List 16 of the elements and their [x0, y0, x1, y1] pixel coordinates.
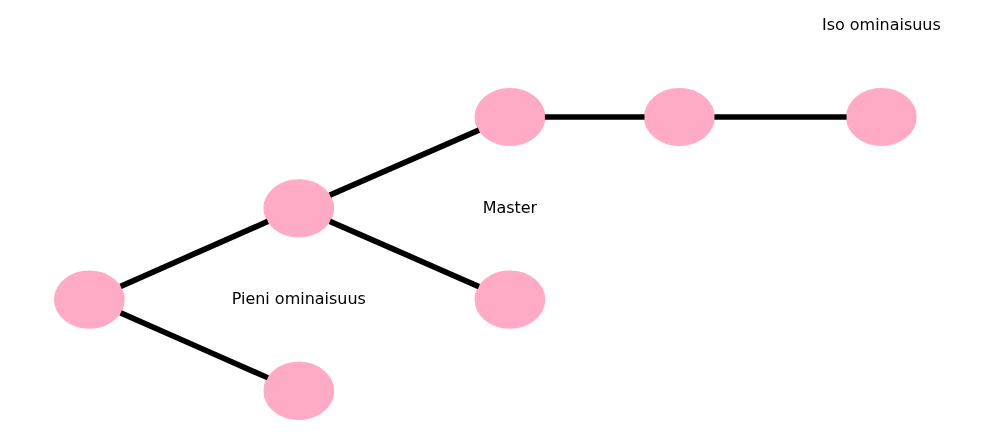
node-circle [846, 87, 917, 147]
node-circle [54, 270, 125, 329]
node-circle [263, 179, 335, 238]
node-label: Master [482, 197, 538, 217]
connector [544, 114, 645, 120]
connector [119, 218, 269, 289]
node-circle [644, 87, 715, 147]
node-circle [474, 270, 546, 329]
connector [714, 114, 847, 120]
connector [328, 127, 481, 198]
node-circle [263, 361, 335, 420]
connector [328, 218, 481, 290]
node-label: Iso ominaisuus [821, 14, 941, 34]
connector [119, 310, 269, 381]
node-circle [474, 87, 546, 147]
node-label: Pieni ominaisuus [231, 288, 366, 308]
